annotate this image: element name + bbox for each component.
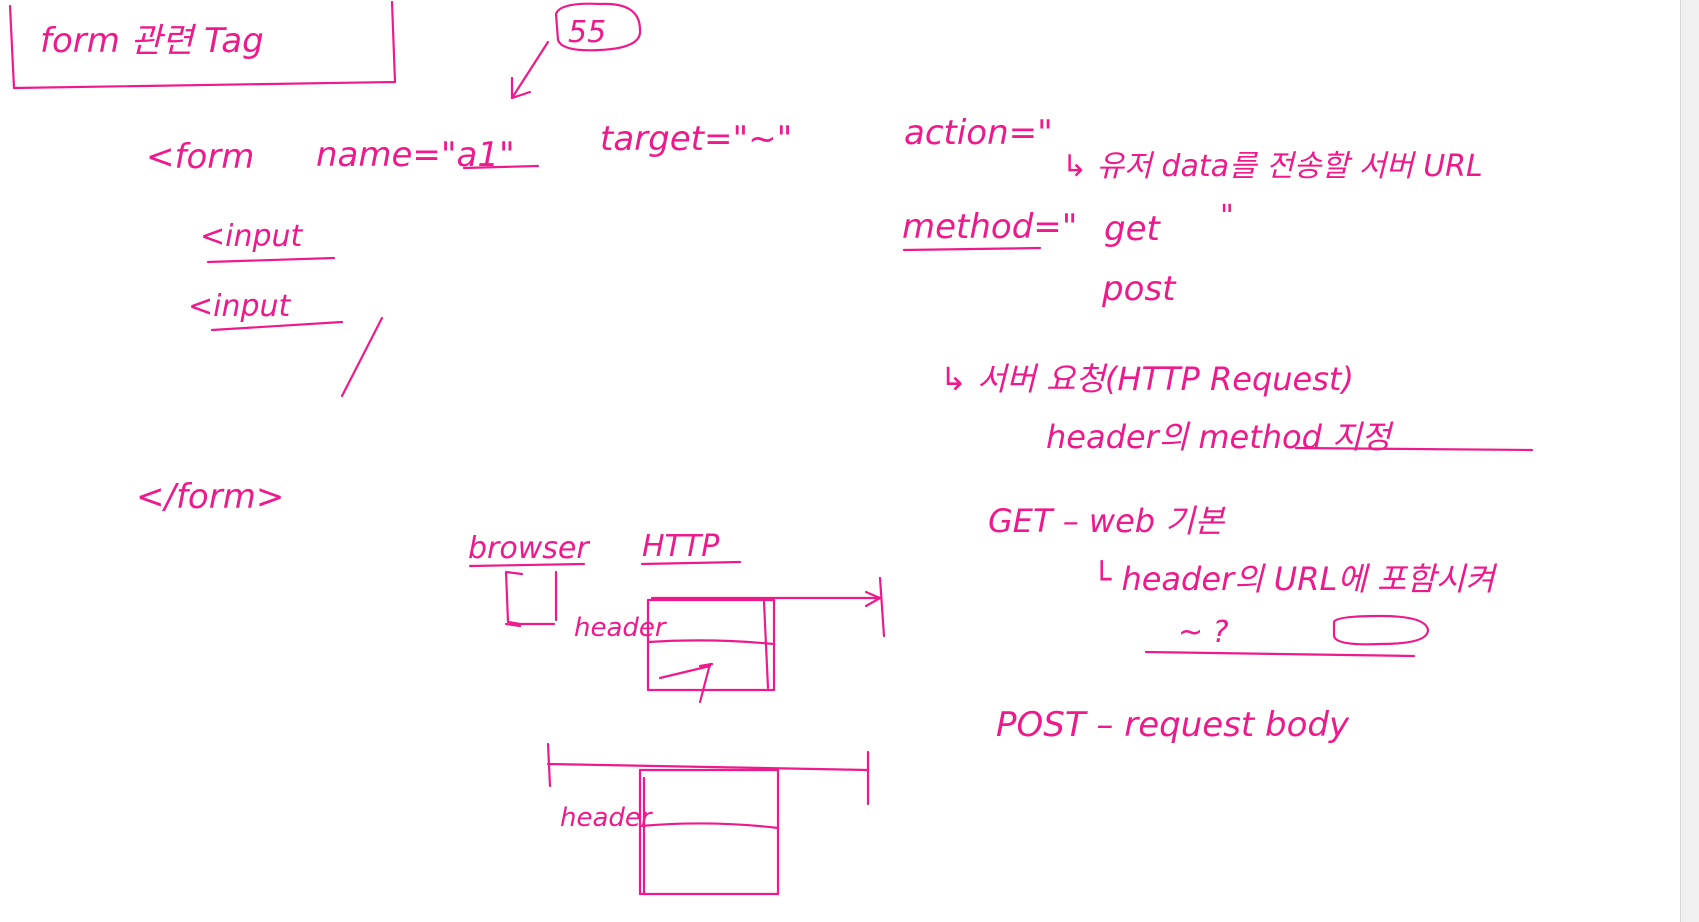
title-text: form 관련 Tag bbox=[40, 21, 264, 61]
title-box bbox=[8, 0, 397, 90]
method-note-1: ↳ 서버 요청(HTTP Request) bbox=[940, 360, 1354, 398]
method-note-underline bbox=[1294, 446, 1534, 452]
browser-underline bbox=[468, 562, 586, 568]
header-label-1: header bbox=[574, 613, 668, 643]
input-tag-1: <input bbox=[200, 219, 304, 254]
header-label-2: header bbox=[560, 803, 654, 833]
query-box bbox=[1144, 614, 1430, 658]
name-attribute: name="a1" bbox=[316, 135, 515, 175]
post-line: POST – request body bbox=[996, 705, 1350, 745]
method-note-2: header의 method 지정 bbox=[1046, 418, 1395, 456]
input-tag-2: <input bbox=[188, 289, 292, 324]
action-attribute: action=" bbox=[904, 113, 1053, 153]
http-underline bbox=[640, 560, 742, 566]
method-attribute: method=" bbox=[902, 207, 1077, 247]
method-post: post bbox=[1101, 269, 1177, 309]
method-underline bbox=[902, 246, 1042, 252]
name-underline bbox=[462, 164, 540, 170]
request-diagram-2 bbox=[546, 742, 870, 896]
target-attribute: target="~" bbox=[600, 119, 792, 159]
input-underline-2 bbox=[210, 320, 344, 332]
input-underline-1 bbox=[206, 256, 336, 264]
browser-label: browser bbox=[468, 531, 590, 566]
ellipsis-slash bbox=[340, 316, 384, 398]
page-number-box bbox=[510, 2, 642, 100]
action-note: ↳ 유저 data를 전송할 서버 URL bbox=[1062, 149, 1483, 184]
get-query: ~ ? bbox=[1178, 615, 1229, 650]
vertical-scrollbar[interactable] bbox=[1680, 0, 1699, 922]
http-label: HTTP bbox=[642, 529, 720, 564]
method-close-quote: " bbox=[1220, 199, 1234, 234]
get-line: GET – web 기본 bbox=[988, 502, 1226, 540]
method-get: get bbox=[1104, 209, 1162, 249]
form-close-tag: </form> bbox=[136, 477, 284, 517]
page-number: 55 bbox=[568, 15, 606, 50]
form-open-tag: <form bbox=[146, 137, 254, 177]
request-diagram-1 bbox=[504, 570, 886, 704]
get-detail: └ header의 URL에 포함시켜 bbox=[1092, 559, 1497, 598]
